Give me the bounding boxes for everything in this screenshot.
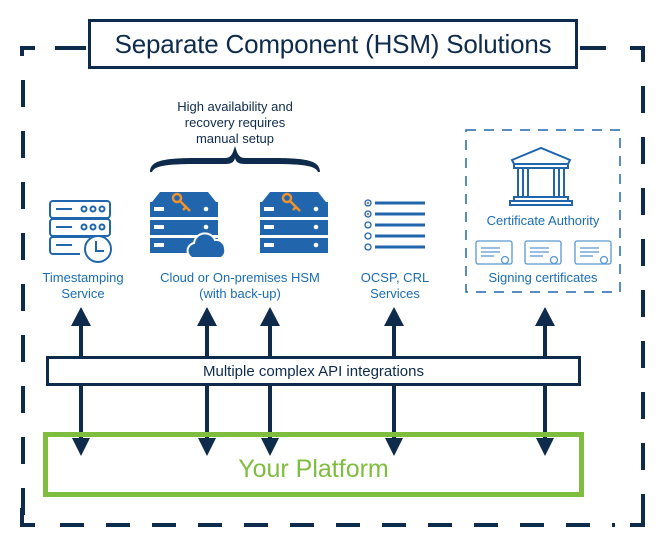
key-icon [281,192,301,212]
arrow-down-head [198,438,216,456]
page-title: Separate Component (HSM) Solutions [88,19,578,69]
label-line: (with back-up) [199,286,281,301]
arrow-up-head [384,307,404,326]
arrow-down-head [261,438,279,456]
arrow-up-head [535,307,555,326]
ca-dashed-box [465,129,621,293]
hsm-label: Cloud or On-premises HSM (with back-up) [150,270,330,302]
arrow-down-head [536,438,554,456]
note-line: manual setup [195,131,275,146]
arrow-up-head [260,307,280,326]
note-line: High availability and [177,99,293,114]
label-line: Service [61,286,105,301]
api-integrations-bar: Multiple complex API integrations [46,356,581,386]
arrow-up-head [71,307,91,326]
timestamping-label: Timestamping Service [28,270,138,302]
signing-label: Signing certificates [488,270,598,285]
ca-label: Certificate Authority [486,213,600,228]
label-line: Timestamping [42,270,124,285]
hsm-server-icon [260,192,328,253]
arrow-up-head [197,307,217,326]
list-icon [364,199,425,251]
availability-note: High availability and recovery requires … [150,99,320,147]
key-icon [171,192,191,212]
certificate-icon [574,240,612,265]
certificate-icon [524,240,562,265]
curly-brace [150,146,320,172]
arrow-down-head [72,438,90,456]
your-platform-box: Your Platform [43,432,584,497]
label-line: Services [370,286,420,301]
note-line: recovery requires [184,115,286,130]
arrow-down-head [385,438,403,456]
label-line: OCSP, CRL [360,270,430,285]
arrows [71,307,555,456]
bank-icon [509,146,573,206]
certificate-icon [475,240,513,265]
timestamp-server-icon [49,200,112,263]
cloud-icon [186,232,227,259]
hsm-server-cloud-icon [150,192,227,259]
label-line: Cloud or On-premises HSM [160,270,320,285]
ocsp-label: OCSP, CRL Services [345,270,445,302]
outer-dashed-frame [20,46,645,527]
